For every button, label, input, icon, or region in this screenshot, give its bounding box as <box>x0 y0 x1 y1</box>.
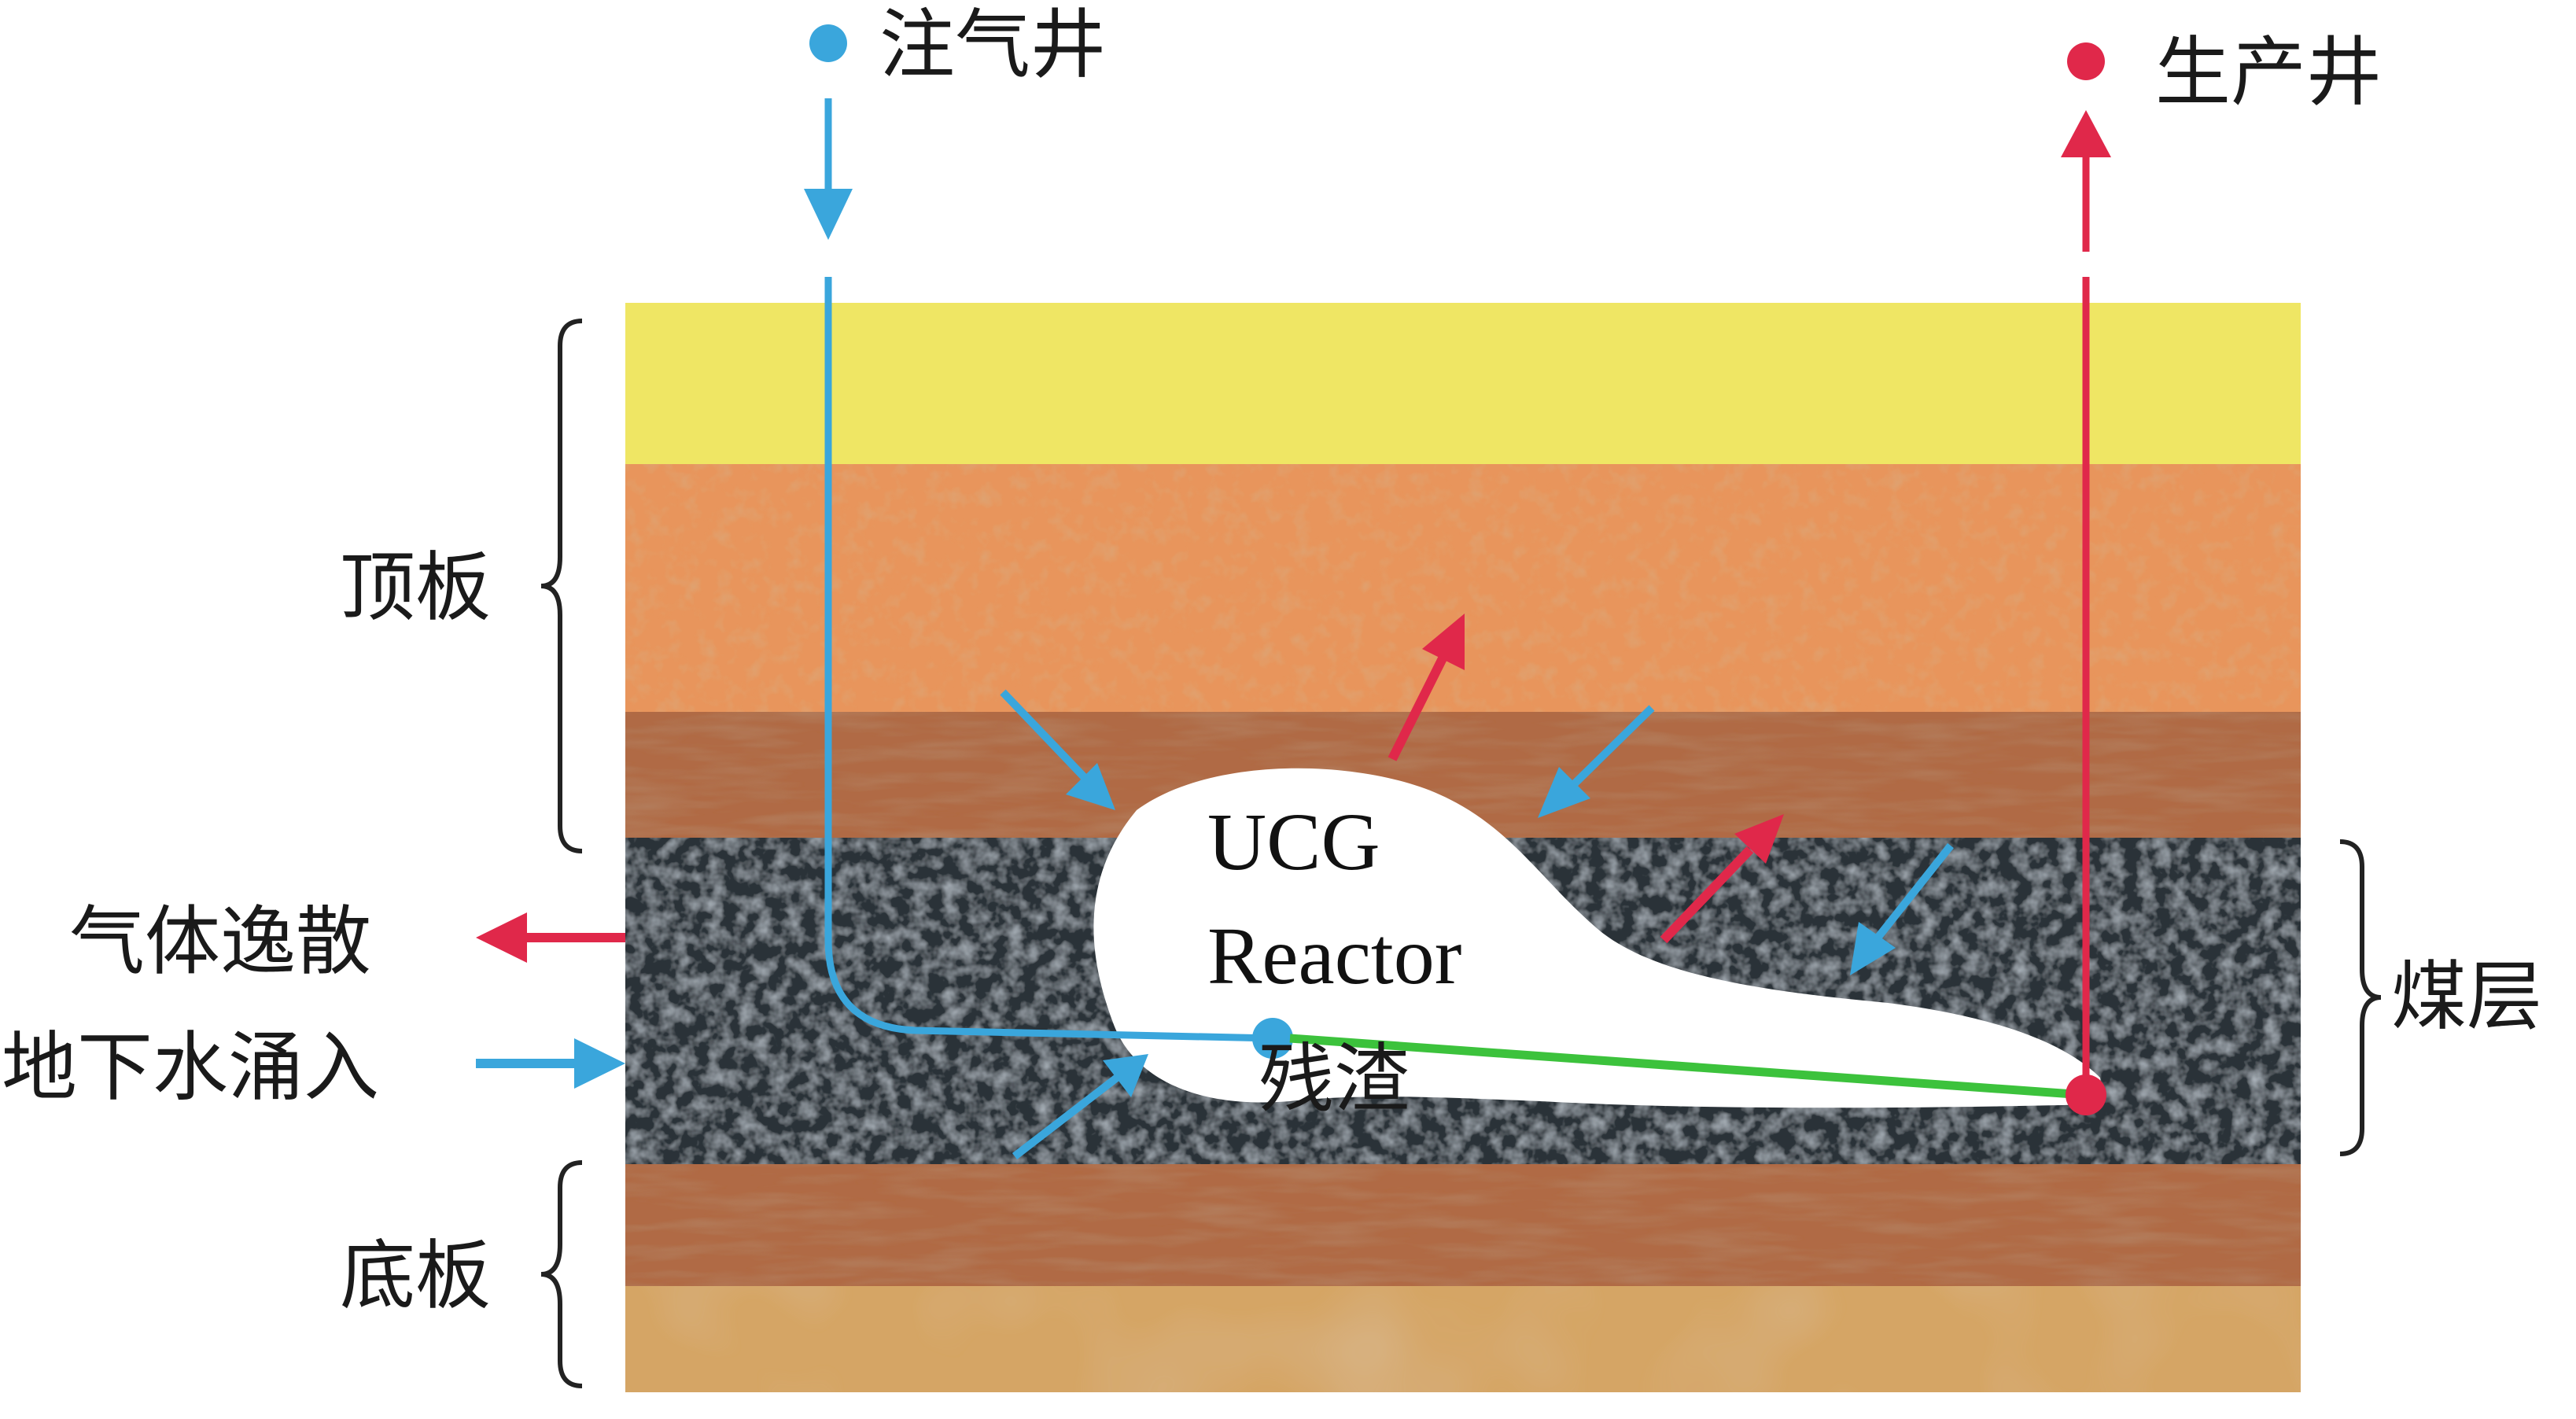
ucg-reactor-cavity <box>1093 768 2101 1108</box>
residue-label: 残渣 <box>1259 1035 1410 1123</box>
production-point-marker <box>2066 1074 2106 1115</box>
gas-escape-label: 气体逸散 <box>69 897 371 986</box>
groundwater-inflow-arrow <box>476 1038 625 1089</box>
layer-bottom-rock <box>625 1286 2301 1392</box>
inflow-arrow-lower-left <box>1012 1054 1148 1159</box>
gas-escape-arrow <box>476 912 625 963</box>
injection-point-marker <box>1252 1018 1293 1059</box>
coal-seam-brace <box>2339 839 2382 1156</box>
injection-well-marker <box>809 24 847 62</box>
reactor-label-reactor: Reactor <box>1207 911 1461 1001</box>
coal-seam-label: 煤层 <box>2391 953 2542 1041</box>
injection-well-label: 注气井 <box>879 1 1106 89</box>
production-well-label: 生产井 <box>2155 28 2382 116</box>
layer-shale-lower <box>625 1164 2301 1286</box>
outflow-arrow-up <box>1388 614 1465 761</box>
layer-topsoil <box>625 303 2301 464</box>
production-flow-arrow <box>2061 110 2111 157</box>
production-well-marker <box>2067 42 2105 80</box>
reactor-label-ucg: UCG <box>1207 797 1380 887</box>
floor-brace <box>540 1160 583 1388</box>
outflow-arrow-right <box>1660 814 1784 944</box>
groundwater-inflow-label: 地下水涌入 <box>2 1023 379 1111</box>
layer-sandstone <box>625 464 2301 712</box>
roof-label: 顶板 <box>340 544 491 632</box>
injection-well-pipe <box>824 277 1273 1042</box>
inflow-arrow-coal-right <box>1850 842 1954 975</box>
inflow-arrow-upper-left <box>1000 689 1115 810</box>
roof-brace <box>540 319 583 853</box>
inflow-arrow-upper-right <box>1538 705 1655 818</box>
link-line <box>1289 1034 2085 1100</box>
floor-label: 底板 <box>340 1232 491 1320</box>
injection-flow-arrow <box>804 189 853 240</box>
